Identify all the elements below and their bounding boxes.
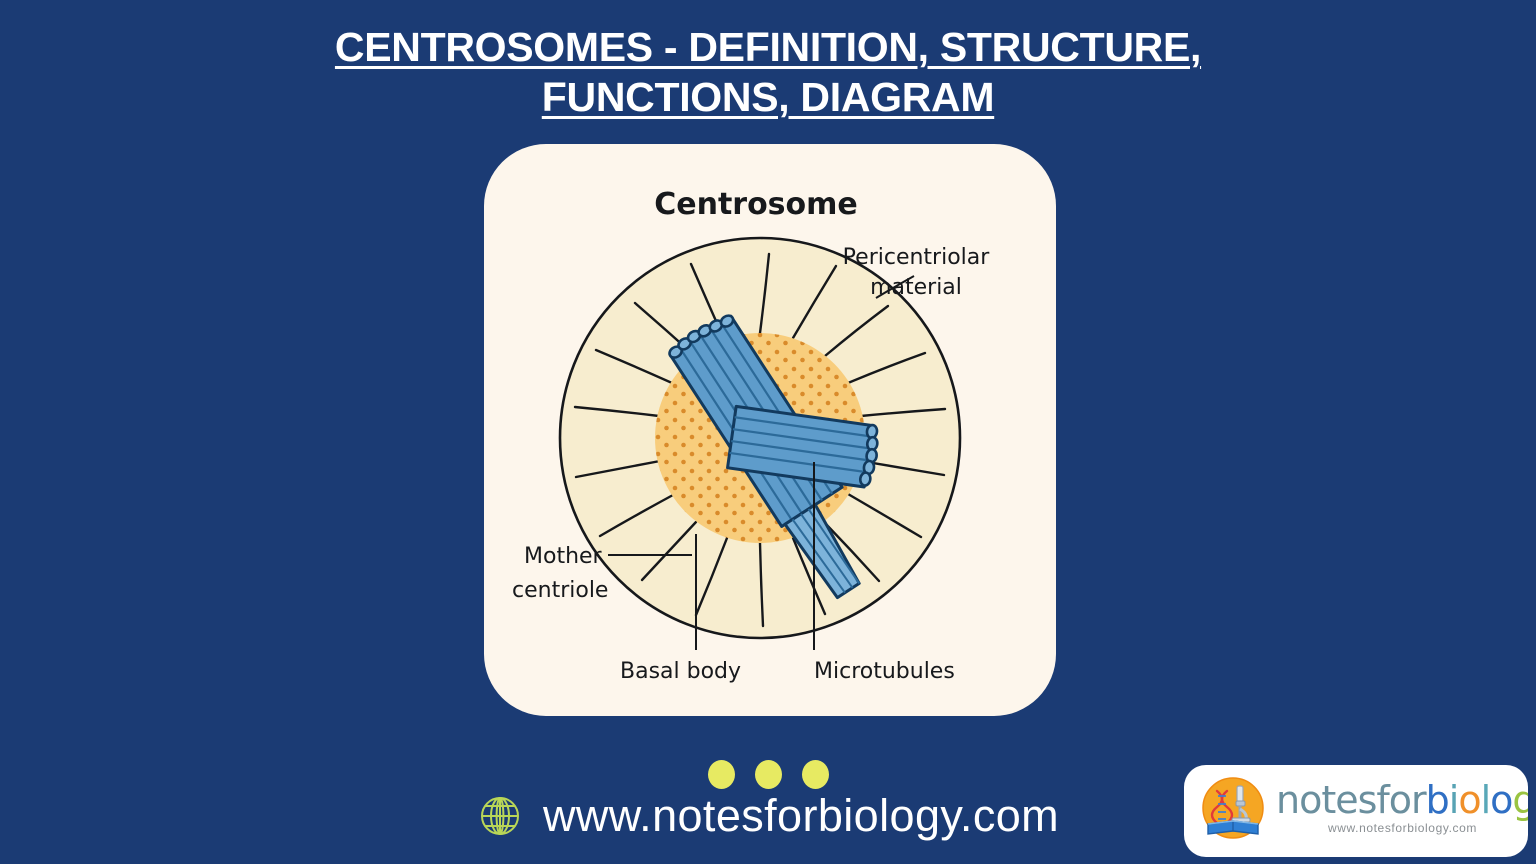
decorative-dots <box>0 760 1536 789</box>
label-pericentriolar-line-1: Pericentriolar <box>843 245 991 270</box>
dot-2 <box>754 760 782 789</box>
logo-subtitle: www.notesforbiology.com <box>1328 821 1477 835</box>
page-title-line-2: FUNCTIONS, DIAGRAM <box>0 72 1536 122</box>
centrosome-diagram: Centrosome <box>512 187 990 684</box>
logo-part-3: i <box>1448 778 1460 822</box>
page-title-line-2-text: FUNCTIONS, DIAGRAM <box>541 74 995 120</box>
label-microtubules: Microtubules <box>814 659 955 684</box>
label-mother-line-1: Mother <box>524 544 603 569</box>
dot-1 <box>707 760 735 789</box>
logo-part-6: o <box>1490 778 1513 822</box>
logo-part-7: gy <box>1512 778 1528 822</box>
logo-part-1: notesfor <box>1276 778 1427 822</box>
microscope-book-dna-icon <box>1202 777 1264 839</box>
footer-url-row[interactable]: www.notesforbiology.com <box>0 790 1536 842</box>
logo-part-5: l <box>1480 778 1492 822</box>
diagram-heading: Centrosome <box>654 187 858 222</box>
page-title-line-1: CENTROSOMES - DEFINITION, STRUCTURE, <box>0 22 1536 72</box>
daughter-centriole <box>726 404 879 489</box>
diagram-labels: Pericentriolar material Mother centriole… <box>512 245 990 684</box>
label-pericentriolar-line-2: material <box>870 275 962 300</box>
page-title-line-1-text: CENTROSOMES - DEFINITION, STRUCTURE, <box>334 24 1202 70</box>
label-basal-body: Basal body <box>620 659 741 684</box>
logo-wordmark: notesforbiology <box>1276 778 1528 822</box>
site-logo-badge[interactable]: notesforbiology www.notesforbiology.com <box>1184 765 1528 857</box>
dot-3 <box>801 760 829 789</box>
leader-lines <box>608 275 915 650</box>
diagram-card: Centrosome <box>484 144 1056 716</box>
logo-part-2: b <box>1425 778 1450 822</box>
leader-pericentriolar <box>875 275 915 299</box>
logo-part-4: o <box>1458 778 1481 822</box>
page-title: CENTROSOMES - DEFINITION, STRUCTURE, FUN… <box>0 22 1536 122</box>
footer-url-text[interactable]: www.notesforbiology.com <box>542 790 1060 841</box>
globe-icon <box>480 797 519 835</box>
label-mother-line-2: centriole <box>512 578 608 603</box>
